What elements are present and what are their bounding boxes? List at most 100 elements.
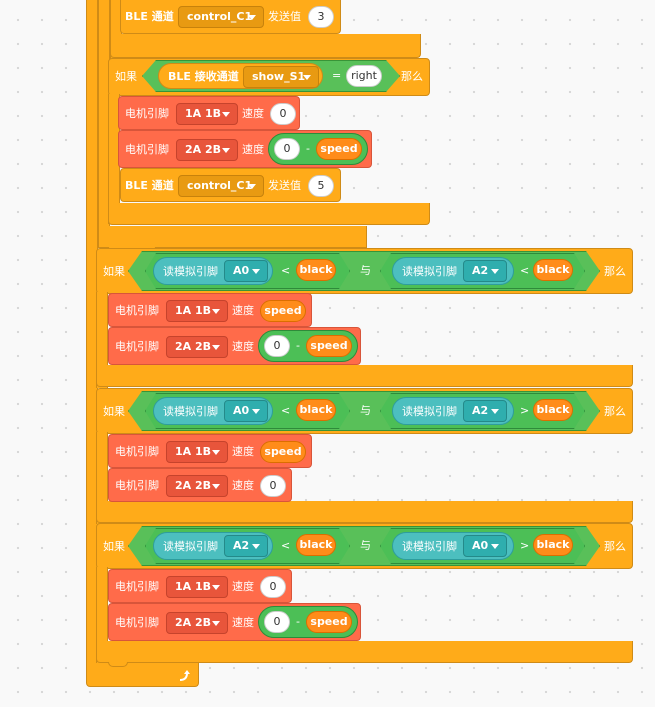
if-label: 如果 bbox=[103, 405, 125, 418]
send-value-input[interactable]: 3 bbox=[308, 6, 334, 28]
motor-pin-label: 电机引脚 bbox=[115, 304, 159, 317]
send-value-input[interactable]: 5 bbox=[308, 175, 334, 197]
motor-pin-dropdown[interactable]: 1A 1B bbox=[166, 300, 228, 322]
motor-pin-dropdown[interactable]: 1A 1B bbox=[176, 103, 238, 125]
speed-input[interactable]: 0 bbox=[260, 576, 286, 598]
speed-variable[interactable]: speed bbox=[316, 138, 362, 160]
motor-pin-label: 电机引脚 bbox=[115, 445, 159, 458]
subtract-left-input[interactable]: 0 bbox=[264, 611, 290, 633]
compare-operator: < bbox=[281, 264, 291, 277]
read-analog-label: 读模拟引脚 bbox=[402, 265, 457, 278]
receive-channel-dropdown[interactable]: show_S1 bbox=[243, 66, 319, 88]
ble-send-block[interactable]: BLE 通道 control_C1 发送值 3 bbox=[120, 0, 341, 34]
analog-pin-dropdown[interactable]: A0 bbox=[224, 260, 268, 282]
speed-label: 速度 bbox=[232, 580, 254, 593]
ble-receive-reporter[interactable]: BLE 接收通道 show_S1 bbox=[158, 63, 323, 89]
if-label: 如果 bbox=[115, 70, 137, 83]
analog-pin-dropdown[interactable]: A2 bbox=[463, 400, 507, 422]
if-bottom-arm bbox=[96, 365, 633, 387]
speed-variable[interactable]: speed bbox=[260, 441, 306, 463]
black-variable[interactable]: black bbox=[296, 259, 336, 281]
motor-pin-dropdown[interactable]: 2A 2B bbox=[166, 612, 228, 634]
ble-receive-label: BLE 接收通道 bbox=[168, 70, 239, 83]
and-label: 与 bbox=[360, 539, 371, 552]
speed-variable[interactable]: speed bbox=[306, 611, 352, 633]
read-analog-reporter[interactable]: 读模拟引脚 A2 bbox=[392, 257, 514, 285]
speed-variable[interactable]: speed bbox=[260, 300, 306, 322]
then-label: 那么 bbox=[604, 265, 626, 278]
read-analog-reporter[interactable]: 读模拟引脚 A0 bbox=[153, 397, 273, 425]
then-label: 那么 bbox=[401, 70, 423, 83]
read-analog-label: 读模拟引脚 bbox=[163, 265, 218, 278]
ble-channel-dropdown[interactable]: control_C1 bbox=[178, 6, 264, 28]
motor-pin-dropdown[interactable]: 2A 2B bbox=[166, 336, 228, 358]
read-analog-label: 读模拟引脚 bbox=[163, 540, 218, 553]
motor-block[interactable]: 电机引脚 2A 2B 速度 0 - speed bbox=[118, 130, 372, 168]
motor-pin-dropdown[interactable]: 1A 1B bbox=[166, 441, 228, 463]
motor-block[interactable]: 电机引脚 1A 1B 速度 speed bbox=[108, 293, 312, 327]
speed-label: 速度 bbox=[242, 143, 264, 156]
speed-label: 速度 bbox=[232, 479, 254, 492]
black-variable[interactable]: black bbox=[296, 399, 336, 421]
minus-sign: - bbox=[296, 339, 300, 352]
motor-block[interactable]: 电机引脚 1A 1B 速度 speed bbox=[108, 434, 312, 468]
black-variable[interactable]: black bbox=[533, 534, 573, 556]
compare-operator: < bbox=[520, 264, 530, 277]
then-label: 那么 bbox=[604, 540, 626, 553]
motor-pin-dropdown[interactable]: 2A 2B bbox=[166, 475, 228, 497]
subtract-left-input[interactable]: 0 bbox=[274, 138, 300, 160]
read-analog-reporter[interactable]: 读模拟引脚 A0 bbox=[153, 257, 273, 285]
analog-pin-dropdown[interactable]: A2 bbox=[224, 535, 268, 557]
speed-label: 速度 bbox=[232, 445, 254, 458]
compare-operator: > bbox=[520, 404, 530, 417]
if-left-arm bbox=[96, 292, 108, 388]
ble-send-block[interactable]: BLE 通道 control_C1 发送值 5 bbox=[120, 168, 341, 202]
loop-bottom-arm[interactable] bbox=[86, 663, 199, 687]
ble-channel-label: BLE 通道 bbox=[125, 179, 174, 192]
read-analog-reporter[interactable]: 读模拟引脚 A2 bbox=[392, 397, 514, 425]
speed-label: 速度 bbox=[232, 340, 254, 353]
motor-pin-label: 电机引脚 bbox=[115, 580, 159, 593]
motor-block[interactable]: 电机引脚 2A 2B 速度 0 bbox=[108, 468, 292, 502]
ble-channel-dropdown[interactable]: control_C1 bbox=[178, 175, 264, 197]
motor-block[interactable]: 电机引脚 1A 1B 速度 0 bbox=[118, 96, 300, 130]
loop-arrow-icon bbox=[176, 667, 192, 683]
compare-operator: < bbox=[281, 539, 291, 552]
then-label: 那么 bbox=[604, 405, 626, 418]
if-label: 如果 bbox=[103, 540, 125, 553]
if-bottom-arm bbox=[96, 501, 633, 523]
read-analog-reporter[interactable]: 读模拟引脚 A2 bbox=[153, 532, 273, 560]
motor-pin-label: 电机引脚 bbox=[125, 107, 169, 120]
motor-block[interactable]: 电机引脚 1A 1B 速度 0 bbox=[108, 569, 292, 603]
compare-operator: < bbox=[281, 404, 291, 417]
minus-sign: - bbox=[306, 142, 310, 155]
minus-sign: - bbox=[296, 615, 300, 628]
ble-channel-label: BLE 通道 bbox=[125, 10, 174, 23]
block-notch bbox=[108, 662, 128, 667]
read-analog-reporter[interactable]: 读模拟引脚 A0 bbox=[392, 532, 514, 560]
motor-pin-label: 电机引脚 bbox=[115, 340, 159, 353]
black-variable[interactable]: black bbox=[533, 399, 573, 421]
speed-variable[interactable]: speed bbox=[306, 335, 352, 357]
motor-block[interactable]: 电机引脚 2A 2B 速度 0 - speed bbox=[108, 327, 361, 365]
subtract-left-input[interactable]: 0 bbox=[264, 335, 290, 357]
motor-pin-label: 电机引脚 bbox=[115, 616, 159, 629]
analog-pin-dropdown[interactable]: A0 bbox=[463, 535, 507, 557]
black-variable[interactable]: black bbox=[533, 259, 573, 281]
black-variable[interactable]: black bbox=[296, 534, 336, 556]
equals-sign: = bbox=[332, 69, 342, 82]
speed-label: 速度 bbox=[242, 107, 264, 120]
if-bottom-arm bbox=[96, 641, 633, 663]
send-value-label: 发送值 bbox=[268, 10, 301, 23]
speed-input[interactable]: 0 bbox=[270, 103, 296, 125]
read-analog-label: 读模拟引脚 bbox=[163, 405, 218, 418]
speed-input[interactable]: 0 bbox=[260, 475, 286, 497]
ble-compare-value[interactable]: right bbox=[346, 65, 382, 87]
motor-block[interactable]: 电机引脚 2A 2B 速度 0 - speed bbox=[108, 603, 361, 641]
if-left-arm bbox=[96, 567, 108, 663]
analog-pin-dropdown[interactable]: A2 bbox=[463, 260, 507, 282]
if-label: 如果 bbox=[103, 265, 125, 278]
motor-pin-dropdown[interactable]: 1A 1B bbox=[166, 576, 228, 598]
analog-pin-dropdown[interactable]: A0 bbox=[224, 400, 268, 422]
motor-pin-dropdown[interactable]: 2A 2B bbox=[176, 139, 238, 161]
